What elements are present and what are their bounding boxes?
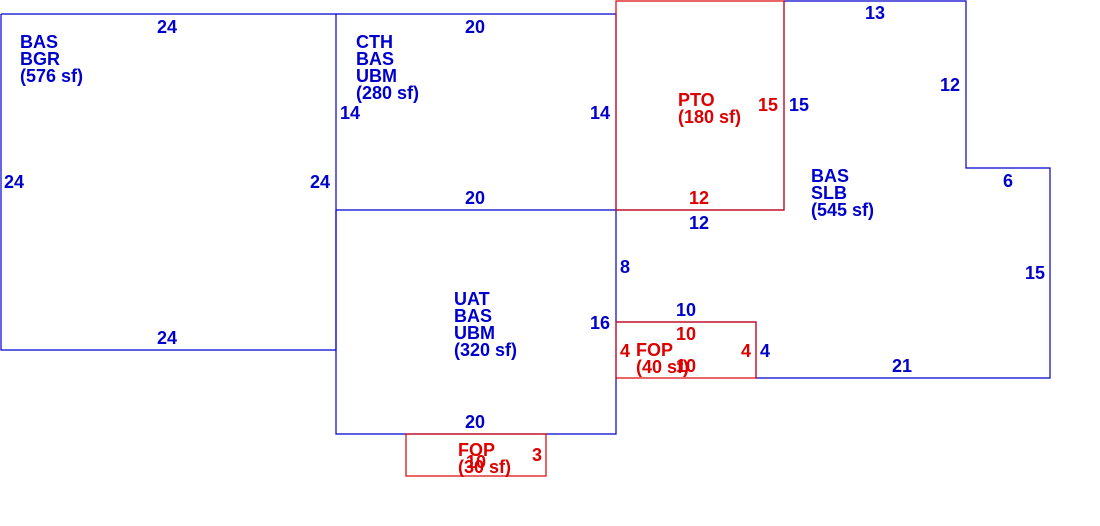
area-label-line: FOP	[636, 340, 673, 360]
dimension-labels: 24 24 24 24 20 14 14 20 16 20 15 15 12 1…	[4, 3, 1045, 472]
area-label-line: BGR	[20, 49, 60, 69]
dim-fop-bot-top: 10	[466, 452, 486, 472]
porch-outlines	[405, 0, 785, 477]
area-label-line: BAS	[20, 32, 58, 52]
dim-cth-bottom: 20	[465, 188, 485, 208]
pto-outline	[615, 0, 785, 211]
area-label-line: PTO	[678, 90, 715, 110]
dim-garage-left: 24	[4, 172, 24, 192]
dim-garage-bottom: 24	[157, 328, 177, 348]
dim-slb-bottom: 21	[892, 356, 912, 376]
dim-garage-top: 24	[157, 17, 177, 37]
dim-fop-mid-top: 10	[676, 324, 696, 344]
dim-fop-mid-top-blue: 10	[676, 300, 696, 320]
pto-area-label: PTO(180 sf)	[678, 90, 741, 127]
dim-fop-bot-right: 3	[532, 445, 542, 465]
dim-slb-pto-side: 15	[789, 95, 809, 115]
area-label-line: CTH	[356, 32, 393, 52]
dim-cth-top: 20	[465, 17, 485, 37]
dim-slb-right: 15	[1025, 263, 1045, 283]
dim-pto-right: 15	[758, 95, 778, 115]
dim-uat-bottom: 20	[465, 412, 485, 432]
area-label-line: BAS	[811, 166, 849, 186]
area-label-line: (320 sf)	[454, 340, 517, 360]
dim-fop-mid-bottom: 10	[676, 356, 696, 376]
dim-slb-step-right: 12	[940, 75, 960, 95]
area-label-line: (180 sf)	[678, 107, 741, 127]
dim-slb-top: 13	[865, 3, 885, 23]
area-label-line: UBM	[356, 66, 397, 86]
area-label-line: FOP	[458, 440, 495, 460]
dim-garage-right: 24	[310, 172, 330, 192]
fop-bot-outline	[405, 433, 547, 477]
dim-uat-right: 16	[590, 313, 610, 333]
dim-slb-step: 6	[1003, 171, 1013, 191]
area-label-line: (576 sf)	[20, 66, 83, 86]
area-label-line: (280 sf)	[356, 83, 419, 103]
dim-pto-bottom: 12	[689, 188, 709, 208]
area-label-line: BAS	[454, 306, 492, 326]
area-label-line: (30 sf)	[458, 457, 511, 477]
area-label-line: (545 sf)	[811, 200, 874, 220]
area-label-line: UBM	[454, 323, 495, 343]
dim-fop-mid-right: 4	[741, 341, 751, 361]
area-label-line: SLB	[811, 183, 847, 203]
dim-slb-inner-top: 12	[689, 213, 709, 233]
fop-bot-area-label: FOP(30 sf)	[458, 440, 511, 477]
dim-fop-mid-left: 4	[620, 341, 630, 361]
fop-mid-area-label: FOP(40 sf)	[636, 340, 689, 377]
area-label-line: UAT	[454, 289, 490, 309]
dim-fop-mid-right-blue: 4	[760, 341, 770, 361]
area-label-line: BAS	[356, 49, 394, 69]
dim-cth-right: 14	[590, 103, 610, 123]
dim-cth-left: 14	[340, 103, 360, 123]
area-label-line: (40 sf)	[636, 357, 689, 377]
dim-slb-left: 8	[620, 257, 630, 277]
fop-mid-outline	[615, 321, 757, 379]
